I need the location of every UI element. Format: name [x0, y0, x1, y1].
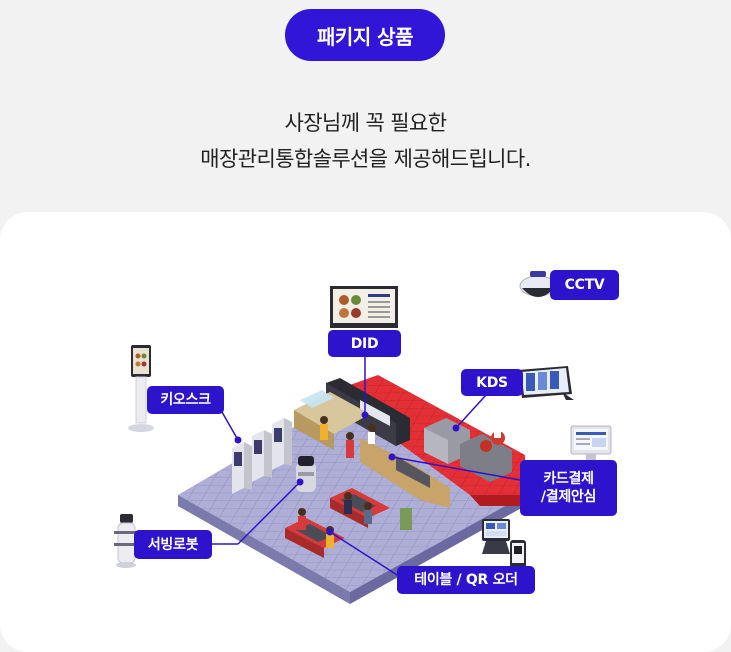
- package-badge: 패키지 상품: [285, 9, 445, 61]
- pos-terminal-icon: [570, 425, 612, 460]
- subtitle-line-2: 매장관리통합솔루션을 제공해드립니다.: [200, 147, 531, 171]
- kds-screen-icon: [518, 366, 574, 400]
- kiosk-label: 키오스크: [147, 386, 224, 414]
- subtitle-line-1: 사장님께 꼭 필요한: [284, 111, 448, 135]
- robot-on-floor: [296, 456, 316, 492]
- serving-robot-icon: [114, 514, 139, 568]
- kiosk-icon: [128, 345, 154, 432]
- cctv-icon: [519, 271, 557, 297]
- kiosk-units: [232, 418, 292, 494]
- connector-lines: [212, 356, 521, 581]
- people: [298, 416, 376, 548]
- card-payment-label: 카드결제 /결제안심: [520, 460, 617, 516]
- kds-label: KDS: [461, 369, 523, 396]
- card-payment-line-2: /결제안심: [540, 489, 597, 505]
- serving-robot-label: 서빙로봇: [134, 530, 212, 559]
- cctv-label: CCTV: [550, 270, 619, 300]
- card-payment-line-1: 카드결제: [543, 471, 594, 487]
- did-screen-icon: [330, 286, 398, 328]
- table-qr-order-label: 테이블 / QR 오더: [397, 566, 535, 594]
- did-label: DID: [328, 330, 401, 357]
- connector-dots: [234, 411, 460, 536]
- table-order-icon: [482, 519, 526, 568]
